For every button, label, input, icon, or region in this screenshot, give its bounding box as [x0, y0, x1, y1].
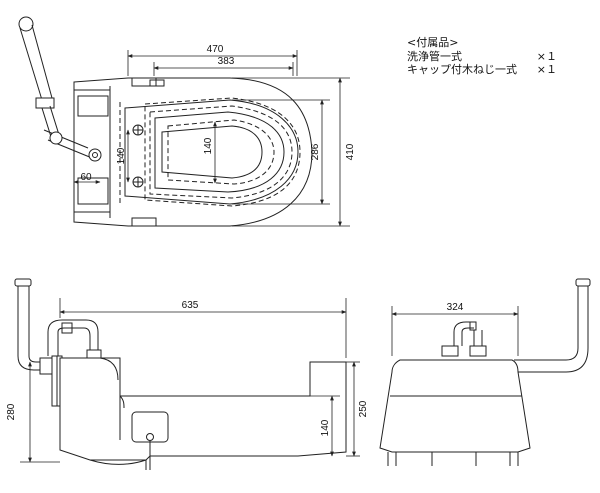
dim-60: 60 [80, 172, 92, 183]
accessory-item: 洗浄管一式 ×１ [407, 50, 557, 64]
dim-250: 250 [358, 400, 369, 417]
front-elevation [14, 278, 347, 470]
plan-dimension-labels: 470 383 410 286 140 140 60 [80, 44, 356, 183]
accessories-heading: <付属品> [407, 36, 459, 49]
accessory-name: 洗浄管一式 [407, 49, 462, 63]
dim-140-base: 140 [320, 419, 331, 436]
accessory-qty: ×１ [536, 49, 557, 63]
plan-dimensions [73, 50, 350, 227]
dim-470: 470 [207, 44, 224, 55]
side-elevation [379, 278, 591, 466]
accessory-name: キャップ付木ねじ一式 [407, 63, 517, 76]
flush-pipe-plan [18, 16, 102, 162]
dim-280: 280 [6, 403, 17, 420]
side-dimension-labels: 324 [447, 302, 464, 313]
toilet-body-front [59, 357, 347, 461]
accessory-qty: ×１ [536, 63, 557, 76]
dim-324: 324 [447, 302, 464, 313]
dim-286: 286 [310, 143, 321, 160]
front-dimension-labels: 635 280 250 140 [6, 300, 369, 436]
accessory-item: キャップ付木ねじ一式 ×１ [407, 63, 557, 77]
toilet-body-side [379, 359, 531, 453]
dim-140-holes: 140 [116, 147, 127, 164]
toilet-body-plan [73, 77, 313, 227]
plan-view [18, 16, 313, 227]
dim-410: 410 [345, 143, 356, 160]
front-dimensions [20, 298, 360, 463]
dim-140-opening: 140 [203, 137, 214, 154]
accessories-note: <付属品> 洗浄管一式 ×１ キャップ付木ねじ一式 ×１ [407, 36, 557, 77]
dim-635: 635 [182, 300, 199, 311]
dim-383: 383 [218, 56, 235, 67]
side-dimensions [391, 306, 519, 356]
